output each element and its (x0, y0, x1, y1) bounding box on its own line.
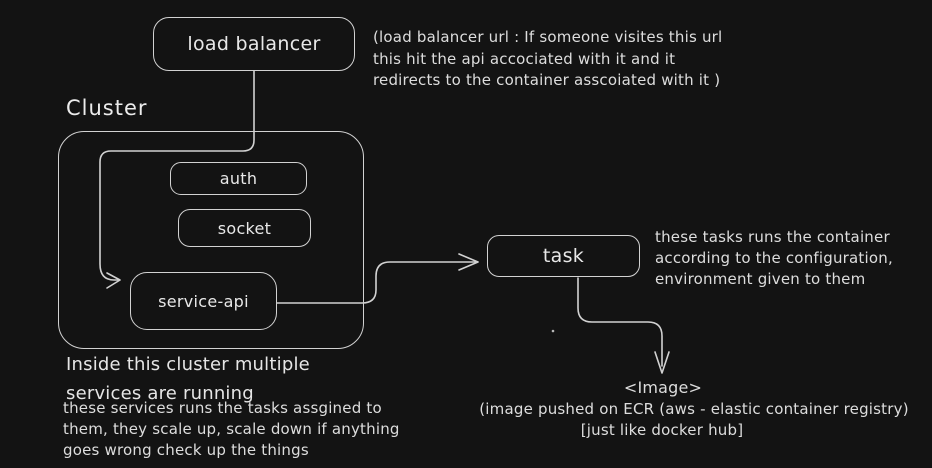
cluster-note: Inside this cluster multiple services ar… (66, 350, 310, 408)
cluster-note-line: services are running (66, 383, 254, 404)
task-note-line: according to the configuration, (655, 249, 893, 267)
node-cluster (58, 131, 364, 349)
load-balancer-note-line: this hit the api accociated with it and … (373, 49, 676, 68)
image-placeholder-label: <Image> (623, 378, 703, 397)
node-load-balancer: load balancer (153, 17, 355, 71)
arrowhead-to-image (654, 351, 670, 374)
connector-task-to-image (577, 277, 663, 367)
cluster-note-line: Inside this cluster multiple (66, 354, 310, 375)
services-note-line: these services runs the tasks assgined t… (63, 399, 382, 417)
node-socket-label: socket (217, 218, 272, 238)
node-auth-label: auth (219, 169, 258, 188)
image-note-line: (image pushed on ECR (aws - elastic cont… (479, 400, 909, 418)
task-note-line: environment given to them (655, 270, 866, 288)
node-load-balancer-label: load balancer (187, 33, 321, 55)
cluster-label: Cluster (66, 96, 148, 120)
load-balancer-note-line: (load balancer url : If someone visites … (373, 28, 723, 46)
services-note-line: them, they scale up, scale down if anyth… (63, 420, 400, 438)
load-balancer-note-line: redirects to the container asscoiated wi… (373, 71, 721, 89)
task-note: these tasks runs the container according… (655, 227, 893, 290)
node-auth: auth (170, 162, 307, 195)
node-service-api-label: service-api (158, 291, 249, 311)
stray-dot (551, 329, 555, 333)
node-task: task (487, 235, 640, 277)
load-balancer-note: (load balancer url : If someone visites … (373, 27, 722, 92)
arrowhead-into-task (458, 253, 479, 271)
services-note-line: goes wrong check up the things (63, 441, 309, 459)
node-task-label: task (542, 245, 585, 267)
task-note-line: these tasks runs the container (655, 228, 890, 246)
node-service-api: service-api (130, 272, 277, 330)
image-note-line: [just like docker hub] (580, 421, 744, 439)
node-socket: socket (178, 209, 311, 247)
services-note: these services runs the tasks assgined t… (63, 398, 400, 461)
